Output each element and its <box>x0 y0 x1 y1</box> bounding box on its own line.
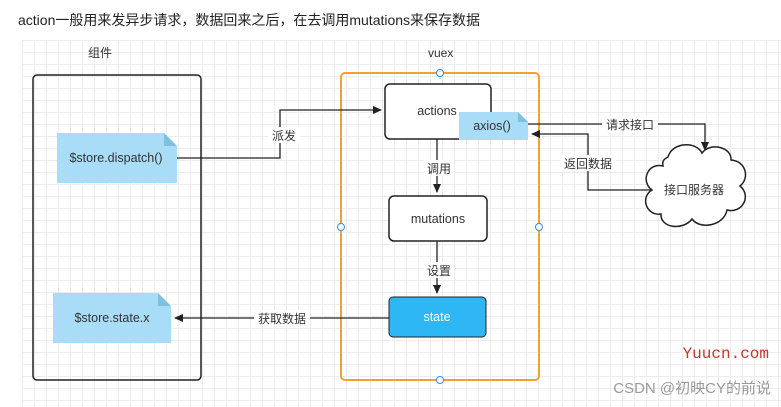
actions-text: actions <box>417 104 457 118</box>
edge-call-label: 调用 <box>427 162 451 176</box>
axios-note: axios() <box>459 112 528 140</box>
vuex-label: vuex <box>428 46 453 60</box>
edge-request <box>528 123 709 151</box>
dispatch-note: $store.dispatch() <box>57 133 177 183</box>
server-text: 接口服务器 <box>664 182 724 197</box>
author-watermark: CSDN @初映CY的前说 <box>613 380 771 397</box>
edge-request-label: 请求接口 <box>606 117 654 132</box>
vuex-handle-left <box>337 223 345 231</box>
vuex-handle-right <box>535 223 543 231</box>
server-cloud: 接口服务器 <box>644 144 747 228</box>
mutations-text: mutations <box>411 212 465 226</box>
axios-text: axios() <box>473 119 511 133</box>
edge-return-label: 返回数据 <box>564 156 612 171</box>
state-text: state <box>423 310 450 324</box>
vuex-handle-top <box>436 69 444 77</box>
state-box <box>388 296 487 338</box>
header-text: action一般用来发异步请求，数据回来之后，在去调用mutations来保存数… <box>18 12 481 28</box>
edge-get-label: 获取数据 <box>258 311 306 326</box>
component-label: 组件 <box>88 46 112 60</box>
site-watermark: Yuucn.com <box>682 345 769 363</box>
vuex-handle-bottom <box>436 376 444 384</box>
state-note: $store.state.x <box>53 293 171 343</box>
mutations-box <box>388 195 488 242</box>
dispatch-note-text: $store.dispatch() <box>69 151 162 165</box>
state-note-text: $store.state.x <box>74 311 150 325</box>
edge-dispatch-label: 派发 <box>272 128 296 143</box>
component-container <box>32 74 202 381</box>
edge-set-label: 设置 <box>427 264 451 278</box>
